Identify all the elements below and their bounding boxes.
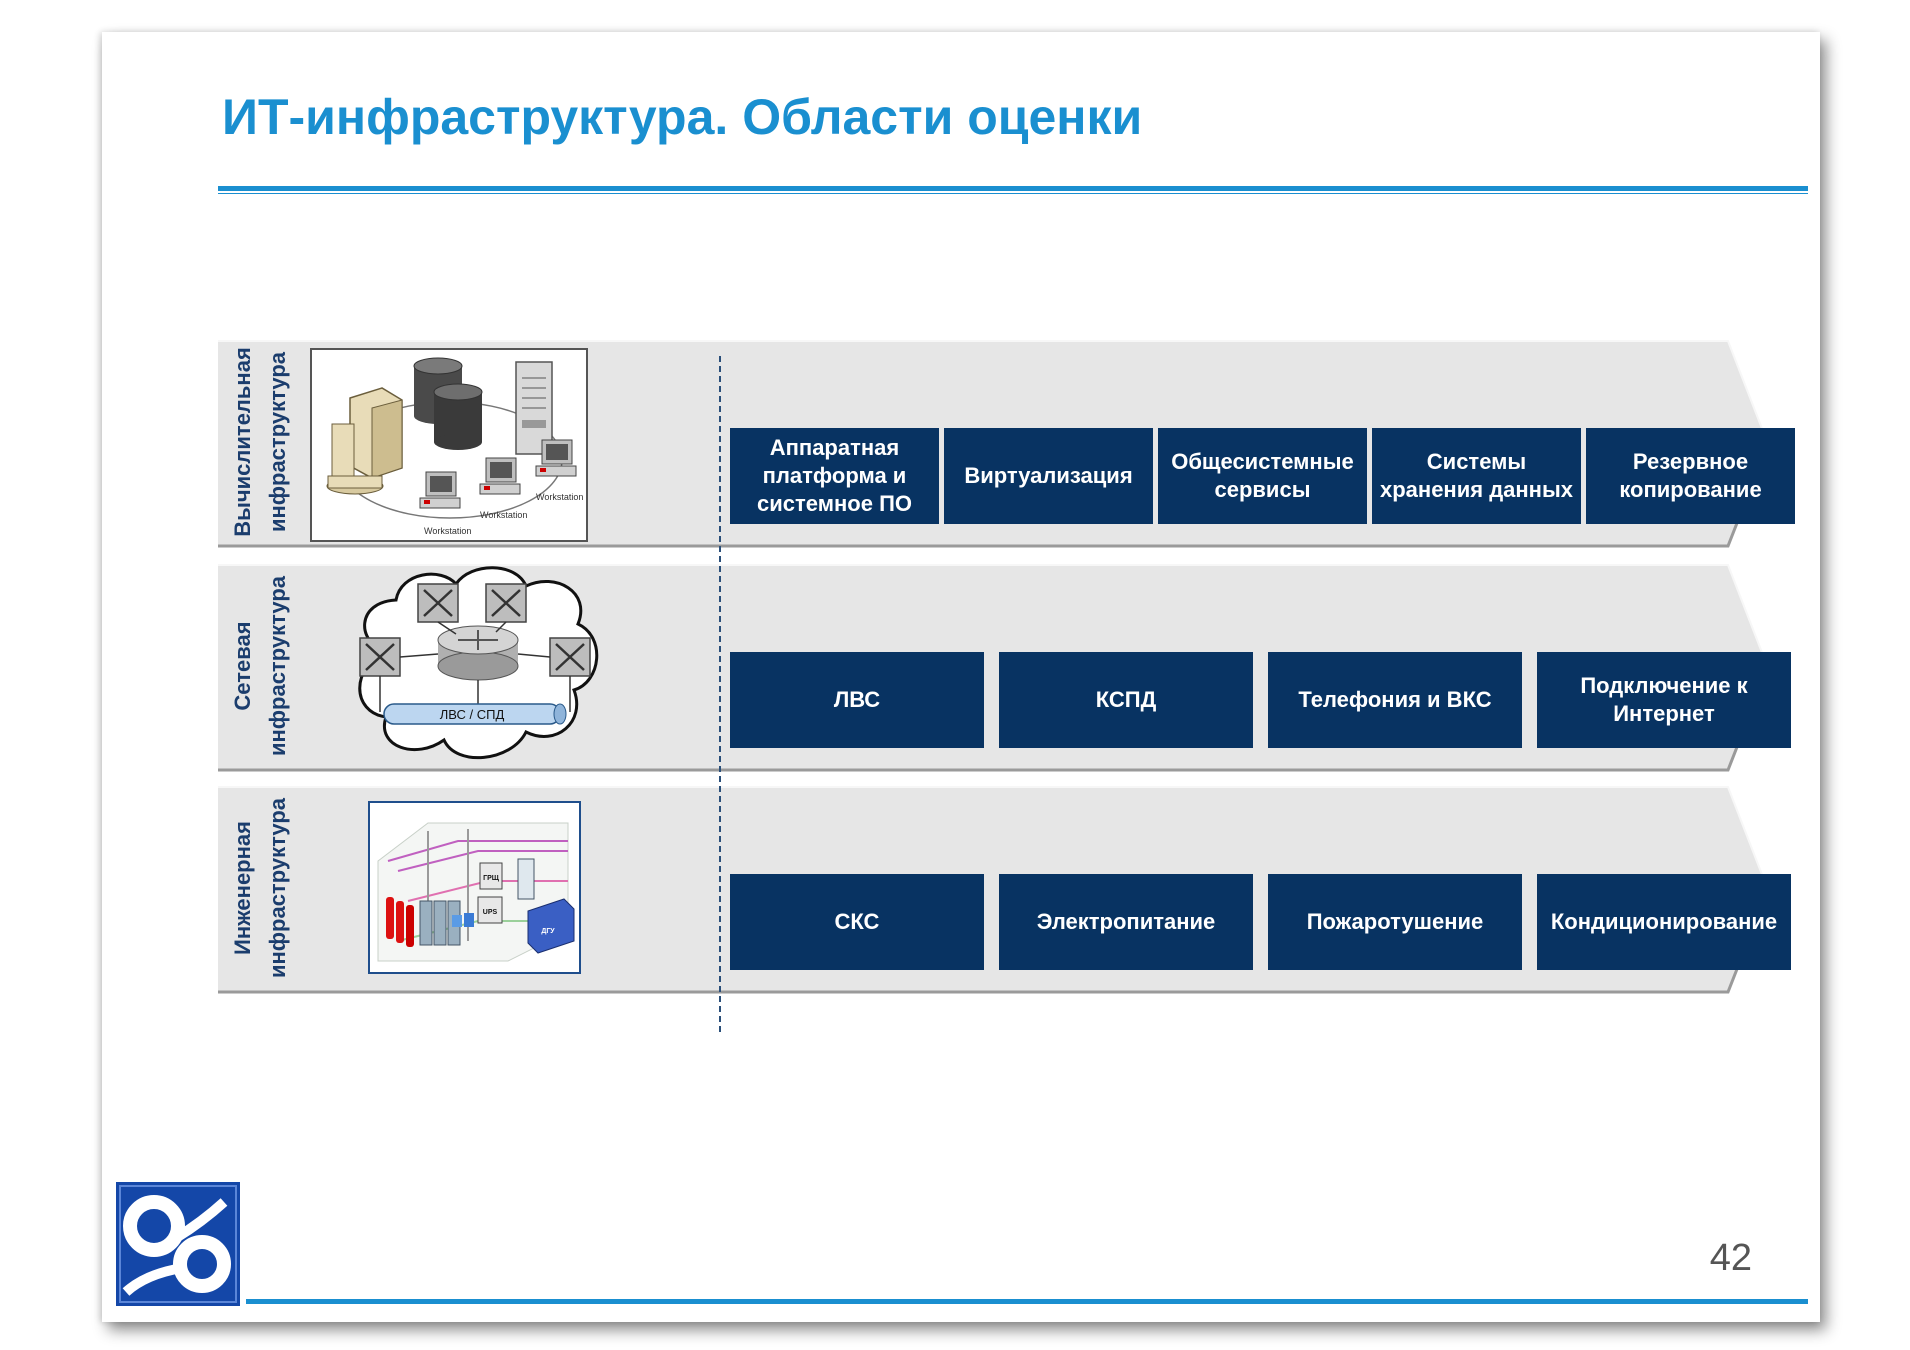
- footer-rule: [246, 1299, 1808, 1304]
- ups-label: UPS: [483, 909, 498, 916]
- band-label-line2: инфраструктура: [265, 797, 290, 979]
- switch-icon: [359, 637, 401, 677]
- area-box: Электропитание: [999, 874, 1253, 970]
- band-network: Сетевая инфраструктура: [218, 562, 1791, 774]
- extinguisher-icon: [386, 897, 414, 947]
- area-box: ЛВС: [730, 652, 984, 748]
- area-box: Виртуализация: [944, 428, 1153, 524]
- switch-icon: [549, 637, 591, 677]
- band-engineering: Инженерная инфраструктура Г: [218, 784, 1791, 996]
- band-label-line2: инфраструктура: [265, 575, 290, 757]
- engineering-illustration: ГРЩ UPS ДГУ: [368, 801, 581, 974]
- title-rule-thin: [218, 193, 1808, 194]
- area-box: Резервное копирование: [1586, 428, 1795, 524]
- area-box: Аппаратная платформа и системное ПО: [730, 428, 939, 524]
- slide-title: ИТ-инфраструктура. Области оценки: [222, 89, 1143, 145]
- dashed-divider: [719, 356, 721, 1032]
- network-illustration: ЛВС / СПД: [358, 566, 599, 760]
- switchboard-label: ГРЩ: [483, 875, 500, 882]
- server-rack-icon: [419, 900, 461, 946]
- title-rule-thick: [218, 186, 1808, 191]
- band-label-network: Сетевая инфраструктура: [218, 562, 302, 770]
- storage-icon: [413, 357, 483, 450]
- band-label-line2: инфраструктура: [265, 351, 291, 533]
- generator-label: ДГУ: [541, 928, 555, 935]
- band-label-engineering: Инженерная инфраструктура: [218, 784, 302, 992]
- band-computing: Вычислительная инфраструктура: [218, 338, 1795, 550]
- router-icon: [437, 625, 519, 681]
- band-label-line1: Инженерная: [230, 821, 255, 955]
- band-label-computing: Вычислительная инфраструктура: [218, 338, 302, 546]
- workstation-label: Workstation: [480, 510, 527, 520]
- workstation-label: Workstation: [536, 492, 583, 502]
- cabinet-icon: [517, 858, 535, 900]
- switchboard-icon: ГРЩ: [479, 862, 503, 890]
- area-box: КСПД: [999, 652, 1253, 748]
- area-box: Телефония и ВКС: [1268, 652, 1522, 748]
- area-box: Общесистемные сервисы: [1158, 428, 1367, 524]
- cooling-icon: [452, 913, 474, 927]
- computing-illustration: Workstation Workstation Workstation: [310, 348, 588, 542]
- lan-bus-label: ЛВС / СПД: [440, 707, 505, 722]
- area-box: Подключение к Интернет: [1537, 652, 1791, 748]
- workstation-icon: [535, 439, 577, 477]
- company-logo: [116, 1182, 240, 1306]
- workstation-icon: [419, 471, 461, 509]
- area-box: Пожаротушение: [1268, 874, 1522, 970]
- band-label-line1: Вычислительная: [230, 347, 256, 537]
- lan-bus-icon: [383, 703, 567, 725]
- area-box: СКС: [730, 874, 984, 970]
- generator-icon: ДГУ: [527, 898, 575, 954]
- server-icon: [326, 387, 403, 495]
- slide: ИТ-инфраструктура. Области оценки Вычисл…: [102, 32, 1820, 1322]
- page-number: 42: [1709, 1237, 1752, 1279]
- area-box: Кондиционирование: [1537, 874, 1791, 970]
- band-label-line1: Сетевая: [230, 621, 255, 711]
- workstation-icon: [479, 457, 521, 495]
- area-box: Системы хранения данных: [1372, 428, 1581, 524]
- switch-icon: [417, 583, 459, 623]
- switch-icon: [485, 583, 527, 623]
- tower-server-icon: [515, 361, 553, 455]
- workstation-label: Workstation: [424, 526, 471, 536]
- ups-icon: UPS: [477, 896, 503, 924]
